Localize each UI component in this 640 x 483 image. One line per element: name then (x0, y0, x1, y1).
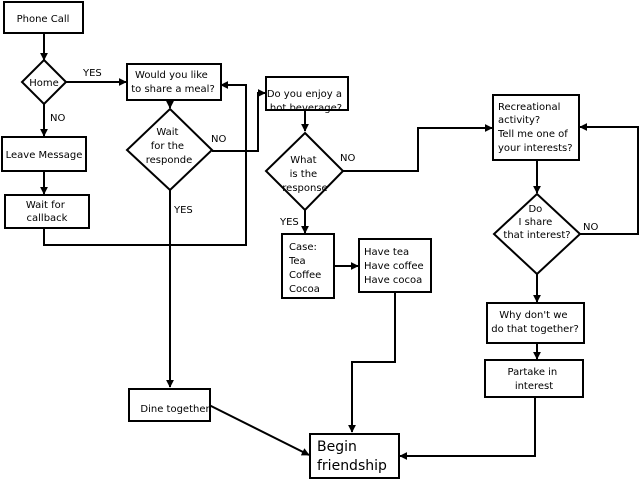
label-home-yes: YES (82, 68, 102, 79)
node-hot-beverage-text: Do you enjoy a hot beverage? (267, 89, 345, 114)
node-wait-callback-text: Wait for callback (26, 200, 68, 224)
node-begin-friendship-text: Begin friendship (317, 439, 387, 474)
node-phone-call: Phone Call (3, 1, 84, 34)
edge-interest-no (579, 123, 639, 235)
node-home-decision: Home (20, 58, 68, 106)
edges (40, 33, 639, 460)
node-share-meal: Would you like to share a meal? (126, 63, 222, 101)
label-what-no: NO (340, 153, 355, 164)
label-wait-no: NO (211, 134, 226, 145)
node-case: Case: Tea Coffee Cocoa (281, 233, 335, 299)
node-case-text: Case: Tea Coffee Cocoa (288, 242, 324, 295)
node-what-response-text: What is the response (282, 155, 327, 194)
node-hot-beverage: Do you enjoy a hot beverage? (265, 76, 349, 114)
node-why-dont: Why don't we do that together? (486, 302, 585, 344)
node-leave-message: Leave Message (1, 136, 87, 172)
edge-have-to-begin (348, 292, 396, 433)
node-leave-message-text: Leave Message (6, 150, 83, 161)
label-home-no: NO (50, 113, 65, 124)
node-share-interest-text: Do I share that interest? (503, 204, 570, 241)
node-share-meal-text: Would you like to share a meal? (131, 70, 215, 95)
node-dine-together-text: Dine together (140, 404, 210, 415)
label-interest-no: NO (583, 222, 598, 233)
node-home-text: Home (29, 78, 59, 89)
node-wait-response-text: Wait for the responde (146, 127, 193, 166)
edge-partake-to-begin (399, 397, 536, 460)
edge-dine-to-begin (208, 404, 310, 456)
node-wait-callback: Wait for callback (4, 194, 90, 229)
label-what-yes: YES (279, 217, 299, 228)
node-wait-response-decision: Wait for the responde (125, 107, 214, 192)
label-wait-yes: YES (173, 205, 193, 216)
node-why-dont-text: Why don't we do that together? (491, 310, 579, 335)
edge-callback-loop (43, 81, 247, 246)
node-dine-together: Dine together (128, 388, 211, 422)
node-partake: Partake in interest (484, 359, 584, 398)
edge-what-no (343, 124, 493, 172)
node-have-text: Have tea Have coffee Have cocoa (364, 247, 427, 286)
node-share-interest-decision: Do I share that interest? (492, 192, 582, 276)
node-what-response-decision: What is the response (264, 131, 345, 212)
edge-wait-no (212, 89, 266, 152)
node-have: Have tea Have coffee Have cocoa (358, 238, 432, 293)
node-begin-friendship: Begin friendship (309, 433, 400, 479)
node-phone-call-text: Phone Call (17, 14, 70, 25)
node-recreational-text: Recreational activity? Tell me one of yo… (497, 102, 573, 154)
node-recreational: Recreational activity? Tell me one of yo… (492, 94, 580, 161)
node-partake-text: Partake in interest (508, 367, 561, 392)
edge-labels: YES NO NO YES NO YES NO (50, 68, 598, 233)
